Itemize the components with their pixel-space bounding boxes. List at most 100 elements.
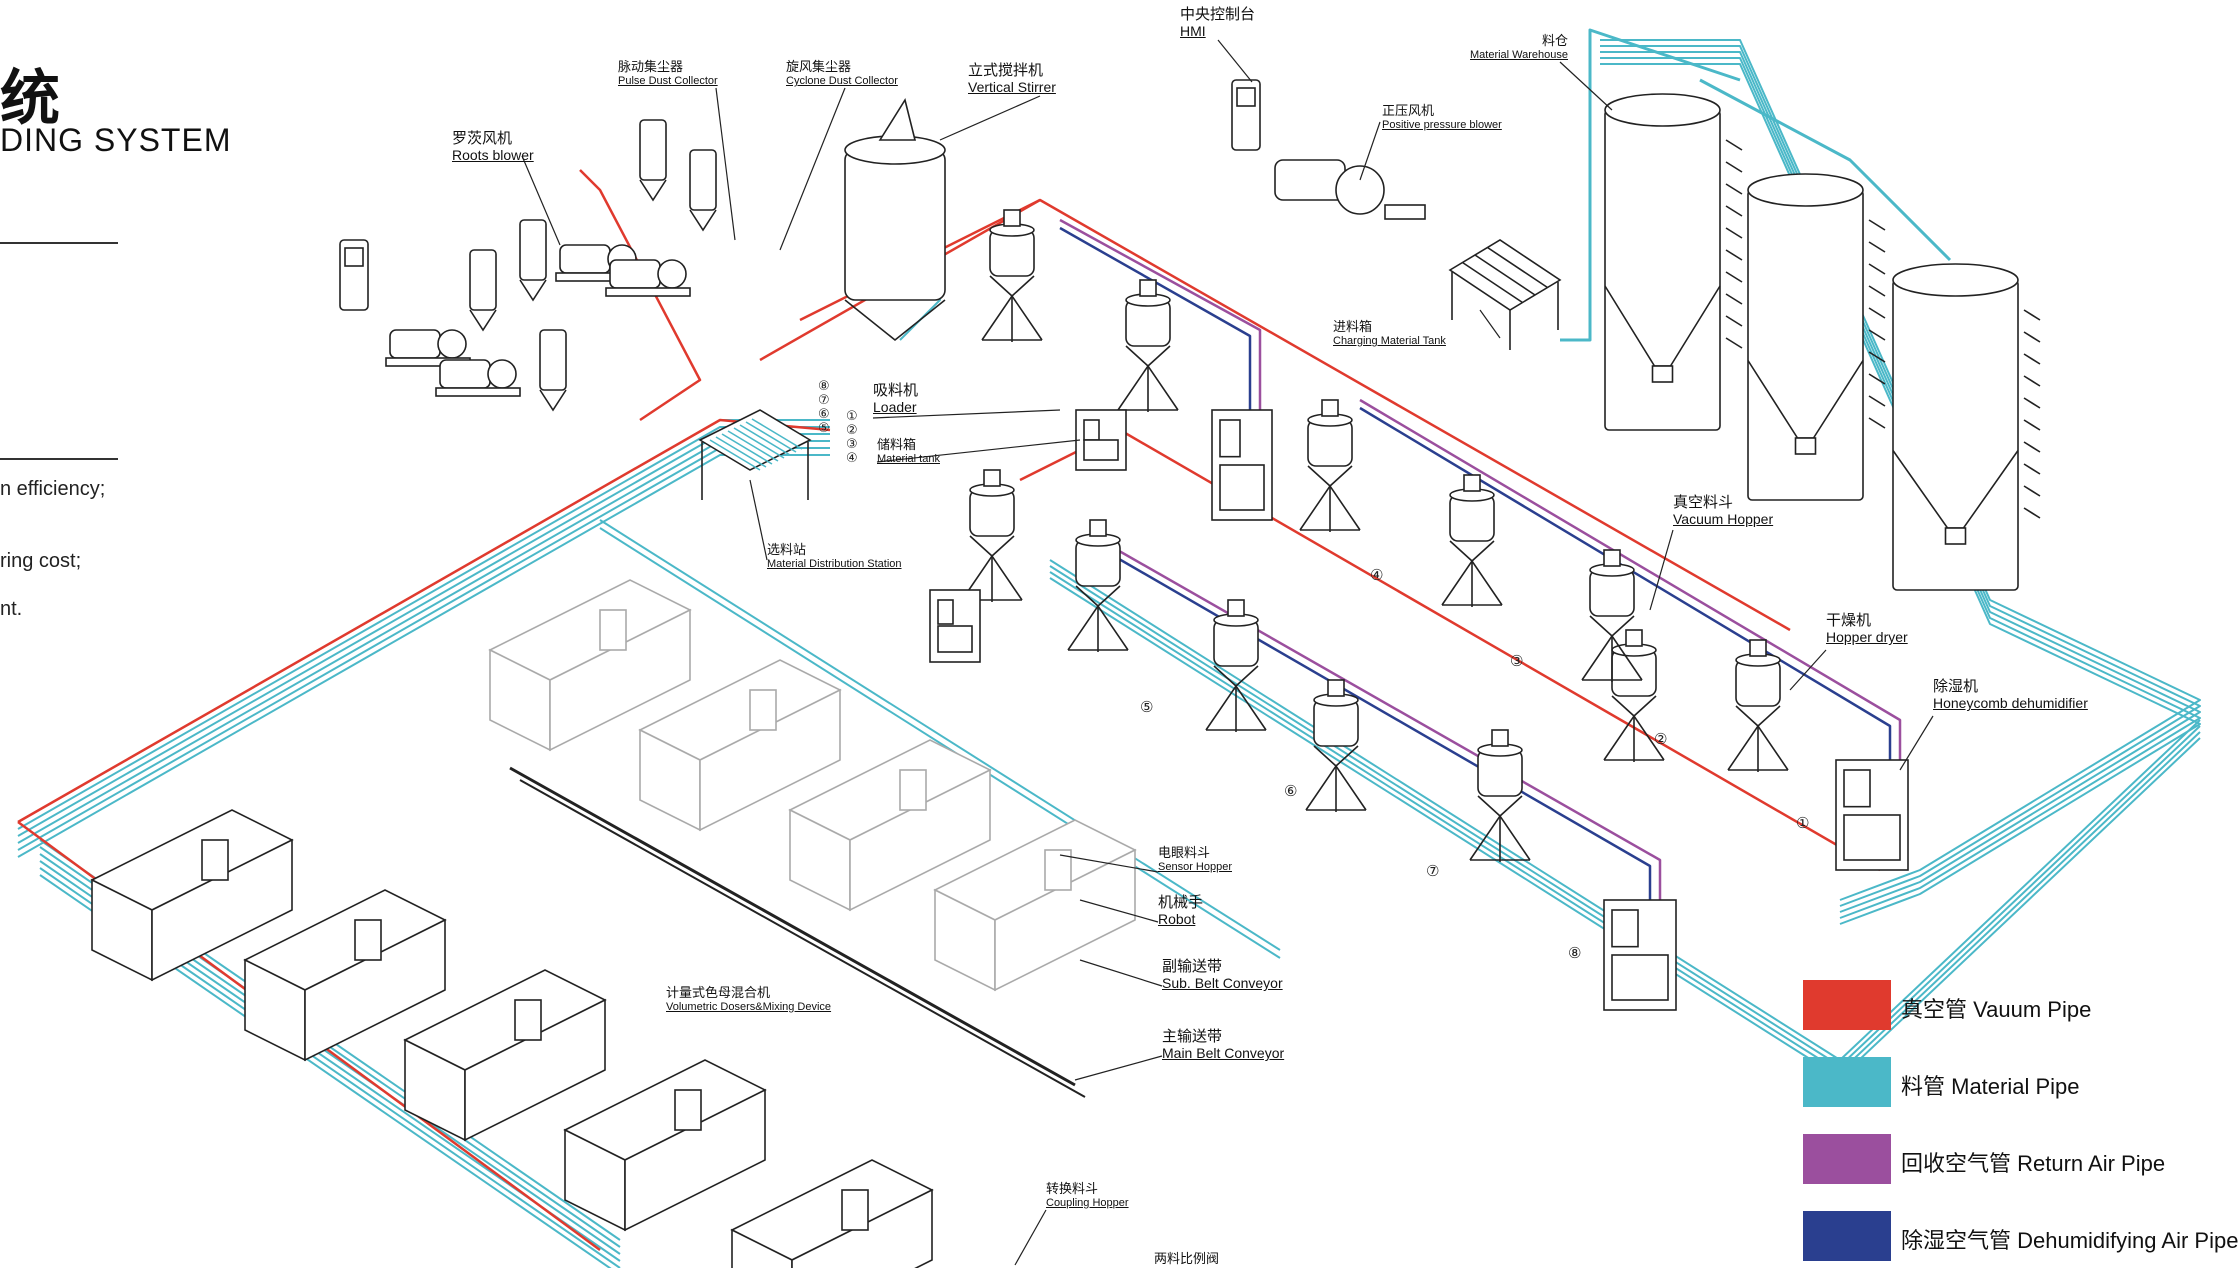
loader-head: [1750, 640, 1766, 656]
hopper-body: [1612, 650, 1656, 696]
legend-item-dehumidifying-air-pipe: 除湿空气管 Dehumidifying Air Pipe: [1803, 1211, 2238, 1263]
hopper-body: [970, 490, 1014, 536]
silo-ladder-rung: [1726, 184, 1742, 194]
silo-top: [1893, 264, 2018, 296]
hopper-cone: [1126, 346, 1170, 366]
silo-ladder-rung: [1869, 396, 1885, 406]
blower-base: [436, 388, 520, 396]
silo-outlet: [1946, 528, 1966, 544]
silo-ladder-rung: [1869, 308, 1885, 318]
dryer-number: ②: [1654, 730, 1667, 748]
stirrer-cone: [845, 300, 945, 340]
silo-ladder-rung: [1869, 242, 1885, 252]
label-ratio-valve: 两料比例阀: [1154, 1252, 1219, 1267]
dehumidifier-cabinet: [1836, 760, 1908, 870]
hopper-dryer: [1118, 280, 1178, 412]
loader-head: [1492, 730, 1508, 746]
blower-base: [606, 288, 690, 296]
blower-motor: [560, 245, 610, 273]
dust-collector: [520, 220, 546, 300]
label-distribution-station: 选料站Material Distribution Station: [767, 543, 902, 571]
hopper-dryer: [1470, 730, 1530, 862]
loader-head: [1322, 400, 1338, 416]
cabinet-door: [1084, 440, 1118, 460]
hopper-body: [1478, 750, 1522, 796]
hopper-body: [1076, 540, 1120, 586]
hopper-cone: [970, 536, 1014, 556]
dryer-number: ⑦: [1426, 862, 1439, 880]
dust-collector: [470, 250, 496, 330]
material-warehouse-silo: [1893, 264, 2040, 590]
legend-swatch: [1803, 1057, 1891, 1107]
label-material-warehouse: 料仓Material Warehouse: [1470, 34, 1568, 62]
hopper-body: [1450, 495, 1494, 541]
label-roots-blower: 罗茨风机Roots blower: [452, 130, 534, 163]
hopper-cone: [1736, 706, 1780, 726]
dust-collector: [690, 150, 716, 230]
silo-ladder-rung: [1869, 220, 1885, 230]
dryer-number: ⑤: [1140, 698, 1153, 716]
dehumidifier-cabinet: [930, 590, 980, 662]
silo-ladder-rung: [2024, 508, 2040, 518]
roots-blower: [436, 360, 520, 396]
silo-ladder-rung: [1726, 316, 1742, 326]
label-positive-pressure-blower: 正压风机Positive pressure blower: [1382, 104, 1502, 132]
machine-panel: [750, 690, 776, 730]
loader-head: [1604, 550, 1620, 566]
cabinet-door: [1844, 815, 1900, 860]
label-pulse-dust-collector: 脉动集尘器Pulse Dust Collector: [618, 60, 718, 88]
hopper-body: [990, 230, 1034, 276]
machine-panel: [675, 1090, 701, 1130]
legend-swatch: [1803, 1134, 1891, 1184]
collector-cone: [640, 180, 666, 200]
silo-ladder-rung: [2024, 420, 2040, 430]
hopper-body: [1308, 420, 1352, 466]
blower-motor: [610, 260, 660, 288]
hmi-console: [340, 240, 368, 310]
pp-pipe: [1385, 205, 1425, 219]
machine-panel: [842, 1190, 868, 1230]
silo-ladder-rung: [2024, 376, 2040, 386]
loader-head: [1626, 630, 1642, 646]
label-charging-material-tank: 进料箱Charging Material Tank: [1333, 320, 1446, 348]
hopper-cone: [1308, 466, 1352, 486]
silo-ladder-rung: [1726, 162, 1742, 172]
pp-motor: [1275, 160, 1345, 200]
dehumidifier-cabinet: [1212, 410, 1272, 520]
silo-ladder-rung: [2024, 310, 2040, 320]
station-number: ⑥: [818, 407, 830, 422]
label-hmi: 中央控制台HMI: [1180, 6, 1255, 39]
legend-label: 真空管 Vauum Pipe: [1901, 992, 2091, 1024]
dryer-number: ④: [1370, 566, 1383, 584]
label-leader-line: [1218, 40, 1252, 82]
hopper-body: [1314, 700, 1358, 746]
label-honeycomb-dehumidifier: 除湿机Honeycomb dehumidifier: [1933, 678, 2088, 711]
label-leader-line: [716, 88, 735, 240]
legend-label: 料管 Material Pipe: [1901, 1069, 2080, 1101]
label-leader-line: [940, 96, 1040, 140]
cabinet-panel: [1220, 420, 1240, 457]
silo-ladder-rung: [2024, 354, 2040, 364]
silo-outlet: [1653, 366, 1673, 382]
legend-swatch: [1803, 980, 1891, 1030]
silo-ladder-rung: [2024, 486, 2040, 496]
hopper-body: [1736, 660, 1780, 706]
legend-item-return-air-pipe: 回收空气管 Return Air Pipe: [1803, 1134, 2238, 1186]
machine-panel: [900, 770, 926, 810]
station-number: ③: [846, 437, 858, 452]
station-number: ⑧: [818, 379, 830, 394]
collector-body: [690, 150, 716, 210]
hopper-dryer: [962, 470, 1022, 602]
injection-molding-machine: [565, 1060, 765, 1230]
blower-motor: [390, 330, 440, 358]
blower-housing: [438, 330, 466, 358]
stirrer-body: [845, 150, 945, 300]
loader-head: [1464, 475, 1480, 491]
pp-housing: [1336, 166, 1384, 214]
loader-head: [1328, 680, 1344, 696]
label-leader-line: [750, 480, 767, 560]
hopper-dryer: [1306, 680, 1366, 812]
